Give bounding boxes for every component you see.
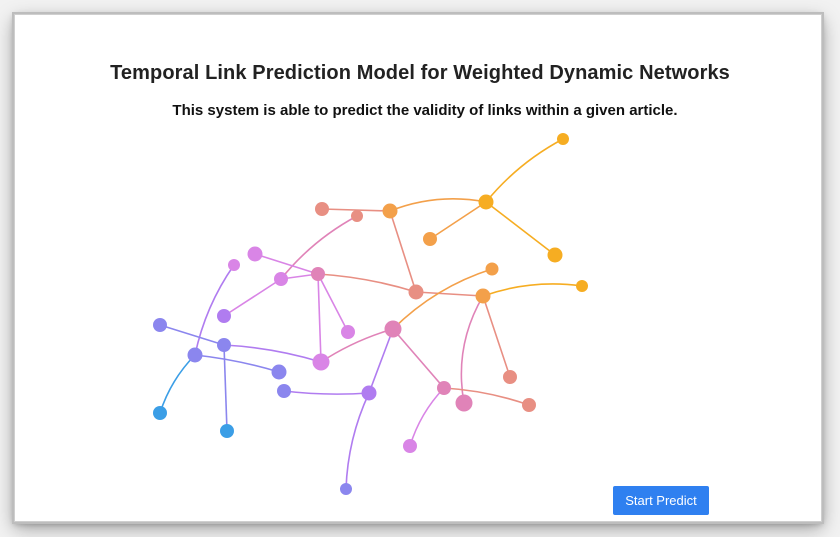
network-edge [159,354,196,414]
network-edge [443,387,530,406]
network-edge [283,390,370,395]
network-node [423,232,437,246]
network-edge [485,138,564,203]
network-edge [223,344,228,432]
network-edge [485,201,556,256]
network-edge [194,264,235,356]
network-node [153,318,167,332]
network-node [228,259,240,271]
network-node [311,267,325,281]
network-node [382,203,398,219]
network-node [475,288,491,304]
network-node [341,325,355,339]
page-subtitle: This system is able to predict the valid… [172,102,678,119]
network-edge [317,273,417,293]
network-node [187,347,203,363]
network-node [522,398,536,412]
network-node [403,439,417,453]
network-edge [429,201,487,240]
network-edge [460,295,484,404]
network-edge [317,273,322,363]
network-edge [389,210,417,293]
network-node [274,272,288,286]
network-edge [317,273,349,333]
network-edge [409,387,445,447]
network-node [271,364,287,380]
network-node [351,210,363,222]
network-edge [482,295,511,378]
network-node [455,394,473,412]
network-node [361,385,377,401]
network-node [478,194,494,210]
network-edge [392,328,445,389]
network-edge [389,198,487,212]
network-edge [194,354,280,373]
network-edge [159,324,225,346]
network-node [153,406,167,420]
network-edge [368,328,394,394]
app-window [14,14,822,522]
network-node [312,353,330,371]
start-predict-button[interactable]: Start Predict [613,486,709,515]
network-node [408,284,424,300]
network-node [384,320,402,338]
network-node [217,309,231,323]
network-node [277,384,291,398]
network-edge [223,344,322,363]
network-node [485,262,499,276]
network-node [217,338,231,352]
network-node [315,202,329,216]
network-node [247,246,263,262]
network-node [576,280,588,292]
network-node [557,133,569,145]
network-edge [392,268,493,330]
network-edge [482,283,583,297]
page-title: Temporal Link Prediction Model for Weigh… [110,62,730,84]
network-node [547,247,563,263]
network-edge [415,291,484,297]
network-edge [345,392,370,490]
network-node [437,381,451,395]
network-edge [280,215,358,280]
network-node [503,370,517,384]
network-node [340,483,352,495]
network-edge [223,278,282,317]
network-edge [254,253,319,275]
network-node [220,424,234,438]
